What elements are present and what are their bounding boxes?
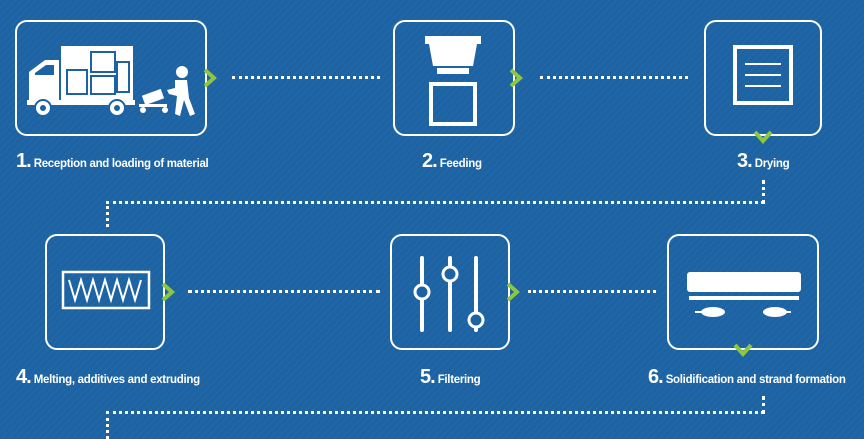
- heater-coil-icon: [61, 270, 151, 310]
- connector-3-4-drop: [106, 201, 109, 227]
- chevron-right-icon: [509, 68, 523, 88]
- sliders-icon: [413, 256, 485, 332]
- chevron-right-icon: [161, 282, 175, 302]
- chevron-right-icon: [203, 68, 217, 88]
- connector-3-4-down: [762, 180, 765, 204]
- chevron-down-icon: [753, 130, 773, 144]
- step-2-box: [393, 20, 515, 136]
- hopper-icon: [425, 36, 481, 126]
- step-4-box: [45, 234, 165, 350]
- connector-1-2: [232, 76, 380, 79]
- chevron-down-icon: [733, 343, 753, 357]
- connector-2-3: [540, 76, 688, 79]
- step-1-label: 1.Reception and loading of material: [16, 150, 209, 172]
- step-4-label: 4.Melting, additives and extruding: [16, 366, 200, 388]
- connector-4-5: [188, 290, 380, 293]
- step-2-label: 2.Feeding: [422, 150, 482, 172]
- step-6-box: [667, 234, 819, 350]
- step-3-label: 3.Drying: [737, 150, 790, 172]
- step-3-box: [704, 20, 822, 136]
- water-bath-icon: [687, 272, 801, 317]
- connector-6-next-across: [106, 411, 764, 414]
- chevron-right-icon: [506, 282, 520, 302]
- connector-3-4-across: [106, 201, 764, 204]
- step-5-box: [390, 234, 510, 350]
- dryer-icon: [733, 45, 793, 105]
- step-1-box: [15, 20, 207, 136]
- connector-6-next-down: [762, 396, 765, 414]
- connector-6-next-drop: [106, 411, 109, 439]
- step-6-label: 6.Solidification and strand formation: [648, 366, 846, 388]
- connector-5-6: [528, 290, 656, 293]
- truck-icon: [27, 46, 195, 117]
- step-5-label: 5.Filtering: [420, 366, 481, 388]
